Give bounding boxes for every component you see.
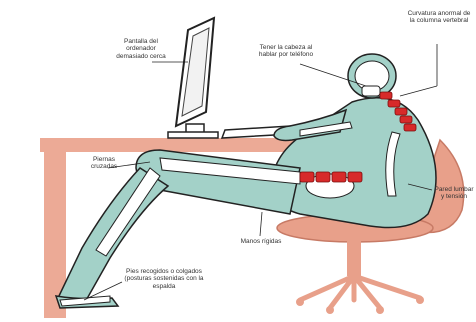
- label-crossed-legs: Piernas cruzadas: [82, 156, 126, 171]
- label-back-tension: Pared lumbar y tensión: [434, 186, 474, 201]
- label-spine-curve: Curvatura anormal de la columna vertebra…: [406, 10, 472, 25]
- monitor: [168, 18, 218, 138]
- label-screen: Pantalla del ordenador demasiado cerca: [110, 38, 172, 60]
- label-neck: Tener la cabeza al hablar por teléfono: [254, 44, 318, 59]
- label-rigid-hands: Manos rígidas: [236, 238, 286, 245]
- label-feet: Pies recogidos o colgados (posturas sost…: [122, 268, 206, 290]
